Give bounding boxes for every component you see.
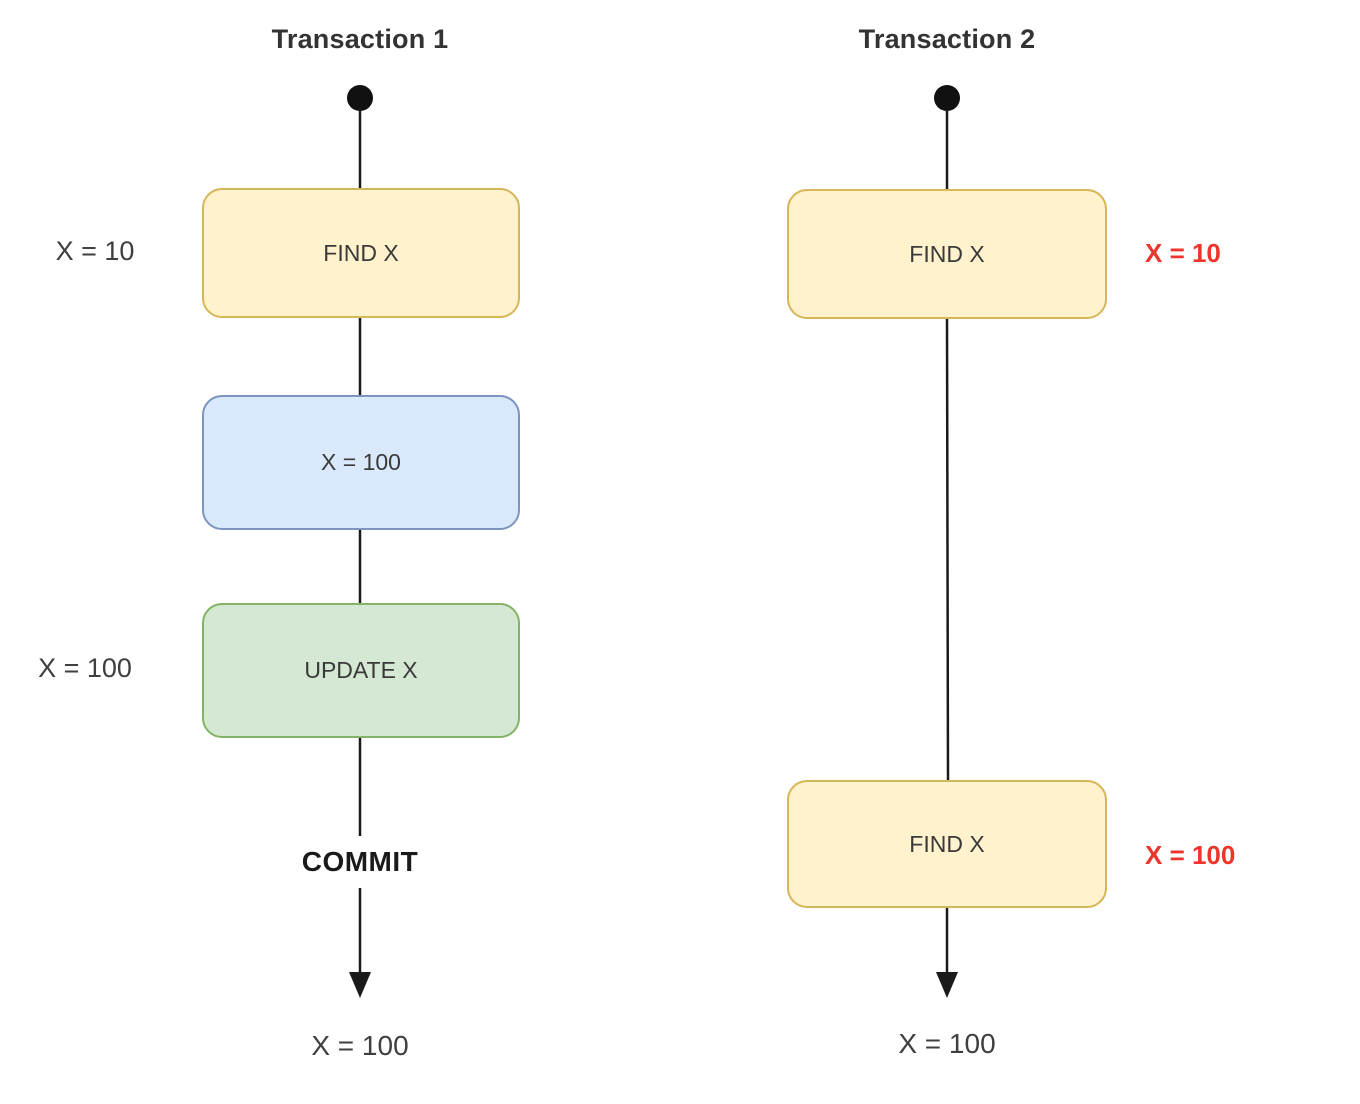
transaction1-title: Transaction 1 [271,24,449,54]
t1-set-x-node-label: X = 100 [321,449,401,475]
t2-arrowhead-icon [936,972,958,998]
t1-update-side-label: X = 100 [38,653,132,683]
t2-find-x-node-2-label: FIND X [909,830,985,857]
t2-end-result-label: X = 100 [898,1028,996,1059]
t2-connector-find1-to-find2 [945,318,950,781]
t1-set-x-node: X = 100 [202,395,520,530]
t2-find-x-node-1: FIND X [787,189,1107,319]
t1-update-x-node: UPDATE X [202,603,520,738]
t2-find-x-node-2: FIND X [787,780,1107,908]
t1-update-x-node-label: UPDATE X [304,657,418,683]
t1-find-x-node: FIND X [202,188,520,318]
t2-find1-result-label: X = 10 [1145,238,1221,268]
transaction2-title: Transaction 2 [858,24,1036,54]
transaction1-start-circle-icon [347,85,373,111]
t1-find-side-label: X = 10 [55,236,135,266]
t2-find-x-node-1-label: FIND X [909,240,985,267]
t1-end-result-label: X = 100 [311,1030,409,1061]
t1-commit-label: COMMIT [301,846,419,877]
transaction2-start-circle-icon [934,85,960,111]
t1-arrowhead-icon [349,972,371,998]
t2-find2-result-label: X = 100 [1145,840,1236,870]
t1-find-x-node-label: FIND X [323,239,399,266]
